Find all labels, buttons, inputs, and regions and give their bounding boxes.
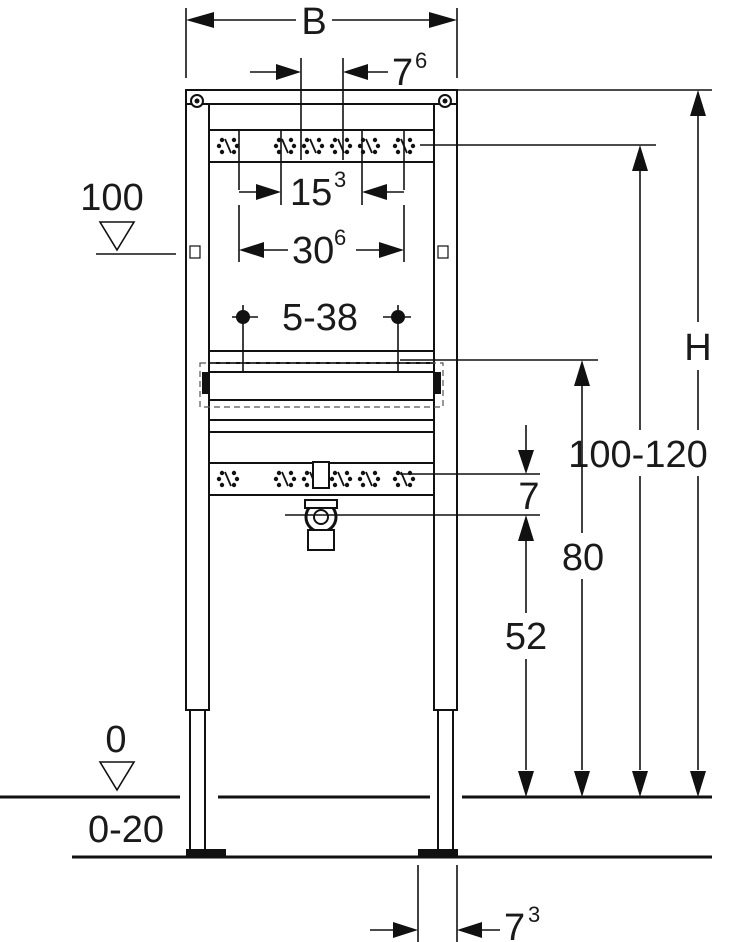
floor-range-label: 0-20 [88,809,164,851]
left-level-marker [189,245,201,259]
hole-inner-sup: 3 [334,167,346,192]
top-rail [185,89,458,105]
mounting-range-label: 5-38 [282,297,358,339]
drain-elbow-icon [304,461,338,551]
drain-height-label: 52 [505,616,547,658]
right-bracket-clip [434,372,441,394]
trap-bracket [208,371,435,401]
hole-outer-sup: 6 [334,225,346,250]
bracket-offset-sup: 6 [415,48,427,73]
right-level-marker [437,245,449,259]
right-upright [433,89,458,711]
foot-offset-label: 7 [504,907,525,942]
level-0-triangle-icon [98,761,136,792]
bracket-spacing-label: 7 [518,476,539,518]
trap-bracket-outline [199,362,444,408]
hole-outer-label: 30 [292,230,334,272]
left-bracket-clip [202,372,209,394]
dimension-h-label: H [684,327,711,369]
left-leg [189,709,206,851]
hole-inner-label: 15 [290,172,332,214]
level-0-label: 0 [105,719,126,761]
level-100-triangle-icon [98,221,136,252]
upper-plate-holes [216,137,416,155]
right-leg [437,709,454,851]
right-foot-plate [418,849,458,857]
left-upright [185,89,210,711]
bracket-offset-label: 7 [392,52,413,94]
level-100-label: 100 [80,177,143,219]
dimension-b-label: B [301,1,326,43]
mid-height-label: 80 [562,537,604,579]
fixing-height-label: 100-120 [568,434,707,476]
foot-offset-sup: 3 [528,902,540,927]
left-foot-plate [186,849,226,857]
lower-crossbar [208,419,435,433]
